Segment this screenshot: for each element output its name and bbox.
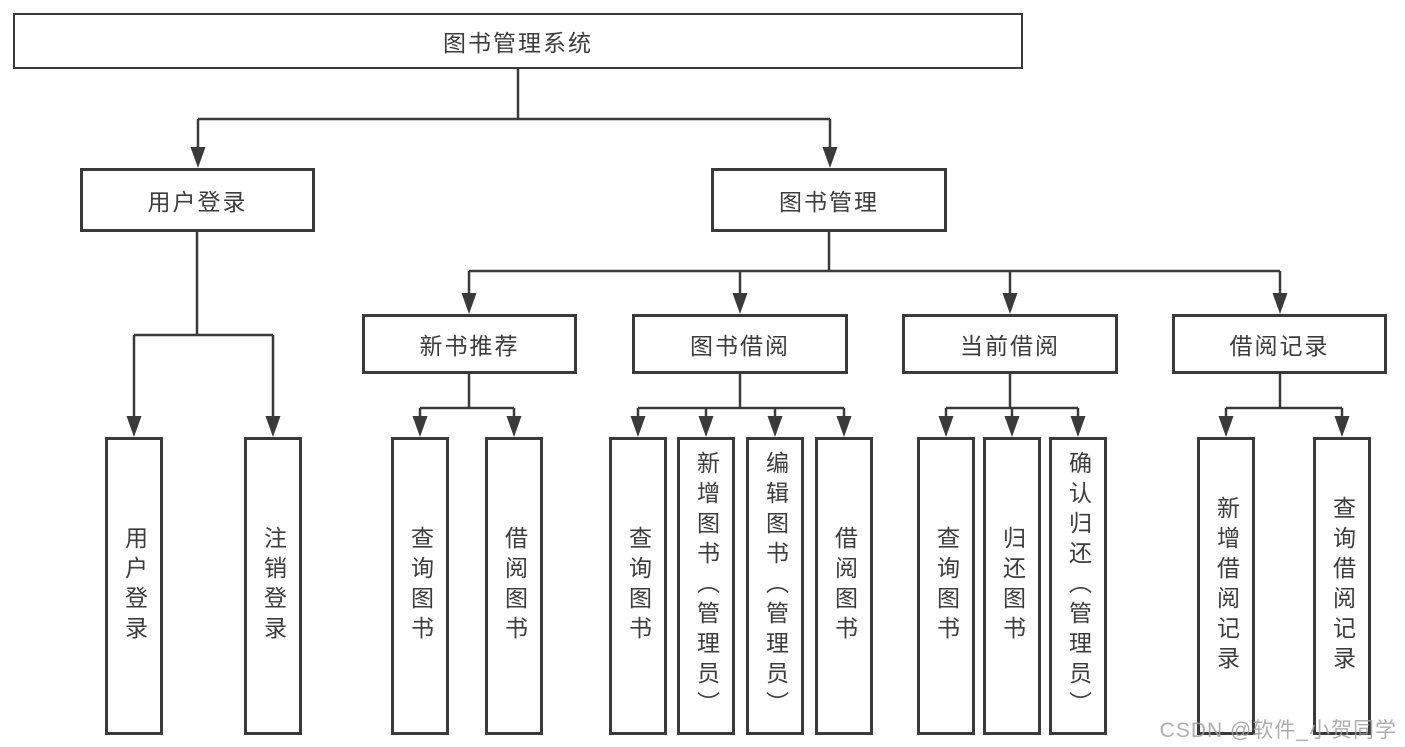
node-current-return-books: 归还图书 bbox=[983, 437, 1041, 735]
node-user-login: 用户登录 bbox=[80, 168, 315, 232]
node-recommend-query-books: 查询图书 bbox=[391, 437, 449, 735]
node-user-login-action: 用户登录 bbox=[105, 437, 163, 735]
node-label: 注销登录 bbox=[260, 526, 287, 646]
node-label: 查询图书 bbox=[933, 526, 960, 646]
node-label: 用户登录 bbox=[121, 526, 148, 646]
node-label: 当前借阅 bbox=[960, 333, 1060, 359]
node-label: 查询图书 bbox=[407, 526, 434, 646]
csdn-watermark: CSDN @软件_小贺同学 bbox=[1159, 719, 1397, 742]
node-label: 图书借阅 bbox=[690, 333, 790, 359]
node-label: 借阅图书 bbox=[501, 526, 528, 646]
node-borrowing-query-books: 查询图书 bbox=[609, 437, 667, 735]
node-label: 查询借阅记录 bbox=[1329, 496, 1356, 676]
node-current-borrowing: 当前借阅 bbox=[902, 314, 1118, 374]
node-label: 新增借阅记录 bbox=[1213, 496, 1240, 676]
node-label: 归还图书 bbox=[999, 526, 1026, 646]
connector-segments bbox=[132, 69, 1344, 420]
node-label: 确认归还（管理员） bbox=[1065, 451, 1092, 721]
node-label: 查询图书 bbox=[625, 526, 652, 646]
node-book-borrowing: 图书借阅 bbox=[632, 314, 848, 374]
node-label: 图书管理 bbox=[779, 189, 879, 215]
node-label: 图书管理系统 bbox=[443, 30, 593, 56]
node-recommend-borrow-books: 借阅图书 bbox=[485, 437, 543, 735]
node-new-book-recommend: 新书推荐 bbox=[362, 314, 577, 374]
node-borrowing-borrow-books: 借阅图书 bbox=[815, 437, 873, 735]
node-label: 用户登录 bbox=[147, 189, 248, 215]
node-label: 编辑图书（管理员） bbox=[762, 451, 789, 721]
node-label: 新增图书（管理员） bbox=[693, 451, 720, 721]
node-label: 借阅图书 bbox=[831, 526, 858, 646]
node-book-management: 图书管理 bbox=[711, 168, 947, 232]
node-records-query-record: 查询借阅记录 bbox=[1313, 437, 1371, 735]
node-borrowing-records: 借阅记录 bbox=[1172, 314, 1387, 374]
node-borrowing-edit-books-admin: 编辑图书（管理员） bbox=[746, 437, 804, 735]
node-borrowing-add-books-admin: 新增图书（管理员） bbox=[677, 437, 735, 735]
node-root-library-system: 图书管理系统 bbox=[13, 13, 1023, 69]
node-current-confirm-return-admin: 确认归还（管理员） bbox=[1049, 437, 1107, 735]
node-records-add-record: 新增借阅记录 bbox=[1197, 437, 1255, 735]
node-logout-action: 注销登录 bbox=[244, 437, 302, 735]
node-label: 新书推荐 bbox=[419, 333, 520, 359]
node-current-query-books: 查询图书 bbox=[917, 437, 975, 735]
node-label: 借阅记录 bbox=[1229, 333, 1330, 359]
